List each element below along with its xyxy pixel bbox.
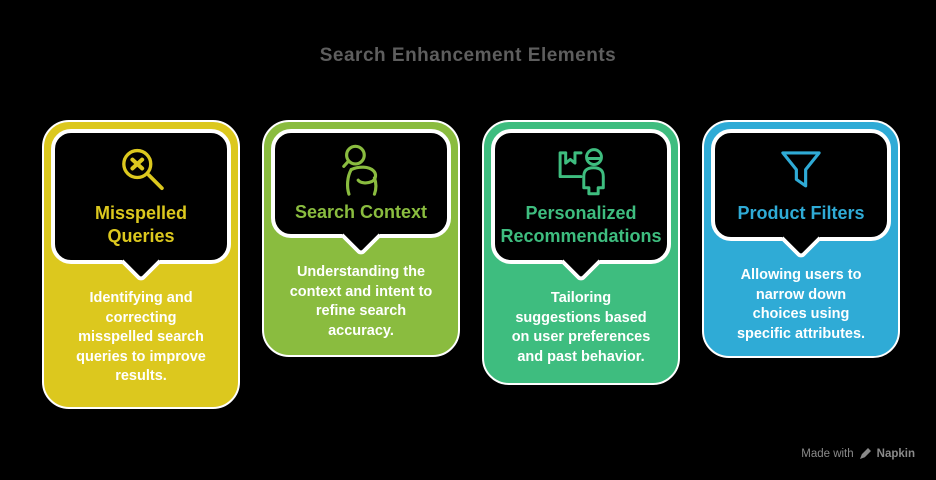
card-header-bubble: Search Context xyxy=(271,129,451,238)
card-description: Identifying and correcting misspelled se… xyxy=(76,290,206,384)
card-title: Product Filters xyxy=(737,203,865,223)
funnel-icon xyxy=(781,151,821,188)
card-personalized-recommendations: Personalized Recommendations Tailoring s… xyxy=(482,120,680,385)
card-header-bubble: Personalized Recommendations xyxy=(491,129,671,264)
card-product-filters: Product Filters Allowing users to narrow… xyxy=(702,120,900,358)
watermark-brand: Napkin xyxy=(876,447,915,460)
card-description: Tailoring suggestions based on user pref… xyxy=(511,290,651,365)
card-description: Allowing users to narrow down choices us… xyxy=(736,267,866,342)
card-misspelled-queries: Misspelled Queries Identifying and corre… xyxy=(42,120,240,409)
watermark-made-with: Made with xyxy=(801,447,854,460)
person-magnifier-icon xyxy=(342,144,378,196)
box-person-icon xyxy=(558,148,605,196)
pen-icon xyxy=(859,448,871,459)
card-title: Search Context xyxy=(294,201,428,222)
card-search-context: Search Context Understanding the context… xyxy=(262,120,460,357)
napkin-watermark: Made with Napkin xyxy=(801,447,915,460)
cards-row: Misspelled Queries Identifying and corre… xyxy=(42,120,900,409)
page-title: Search Enhancement Elements xyxy=(319,45,617,66)
card-description: Understanding the context and intent to … xyxy=(289,264,433,339)
card-header-bubble: Misspelled Queries xyxy=(51,129,231,264)
card-title: Personalized Recommendations xyxy=(500,203,662,246)
magnifier-x-icon xyxy=(122,148,164,191)
card-title: Misspelled Queries xyxy=(94,203,188,246)
card-header-bubble: Product Filters xyxy=(711,129,891,241)
